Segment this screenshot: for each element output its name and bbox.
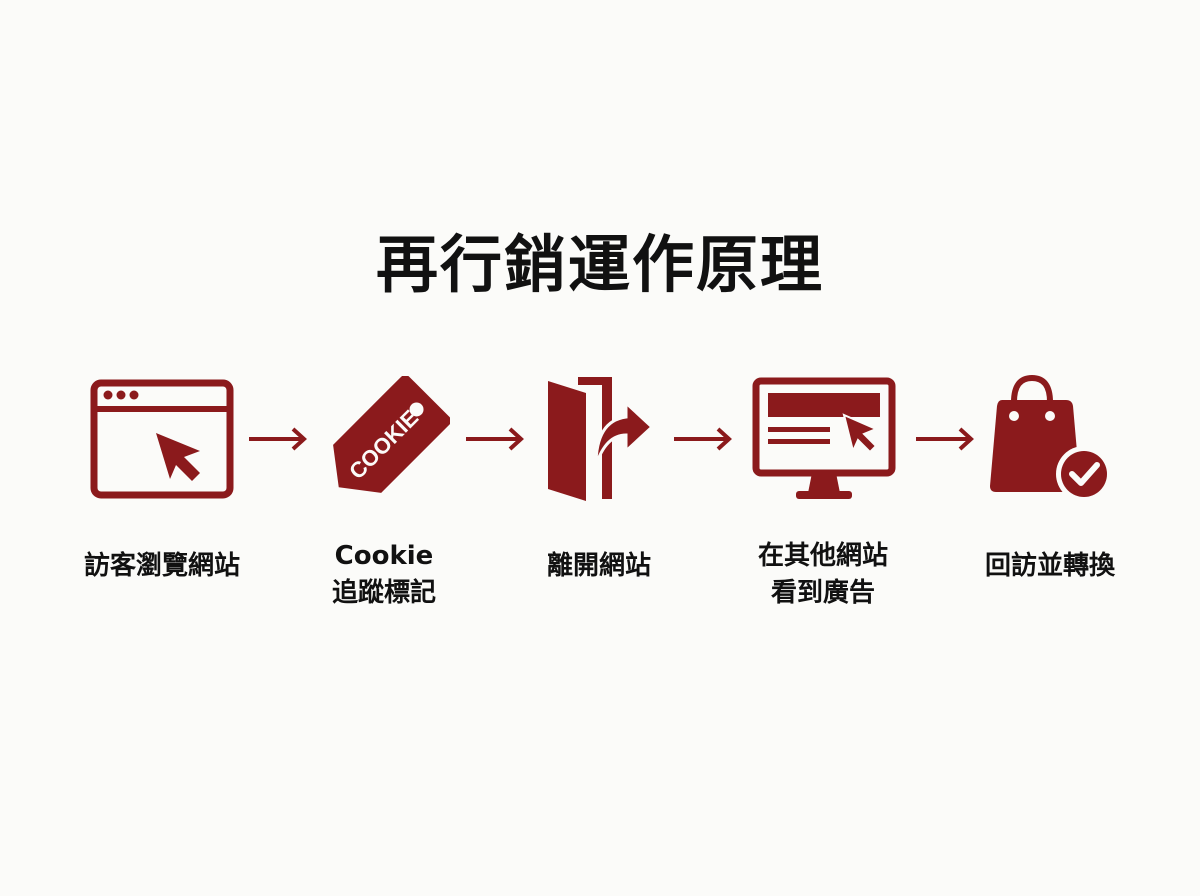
exit-door-icon [542, 373, 658, 503]
step-label-cookie-tracking: Cookie 追蹤標記 [264, 538, 504, 612]
arrow-right-icon [672, 425, 734, 457]
step-label-line: 離開網站 [546, 551, 651, 581]
step-label-line: 看到廣告 [770, 578, 875, 608]
step-label-leave-website: 離開網站 [479, 548, 719, 585]
step-label-return-convert: 回訪並轉換 [930, 548, 1170, 585]
step-label-line: 在其他網站 [757, 541, 888, 571]
arrow-right-icon [464, 425, 526, 457]
arrow-right-icon [914, 425, 976, 457]
step-label-line: 回訪並轉換 [984, 551, 1115, 581]
shopping-bag-check-icon [988, 374, 1118, 504]
step-label-line: Cookie [334, 541, 434, 571]
step-label-see-ads: 在其他網站 看到廣告 [703, 538, 943, 612]
step-label-line: 訪客瀏覽網站 [83, 551, 240, 581]
arrow-right-icon [247, 425, 309, 457]
monitor-ad-icon [752, 377, 896, 503]
cookie-tag-icon: COOKIE [318, 376, 450, 508]
step-label-visit-website: 訪客瀏覽網站 [42, 548, 282, 585]
browser-window-cursor-icon [90, 379, 234, 499]
diagram-title: 再行銷運作原理 [375, 228, 824, 301]
step-label-line: 追蹤標記 [331, 578, 436, 608]
